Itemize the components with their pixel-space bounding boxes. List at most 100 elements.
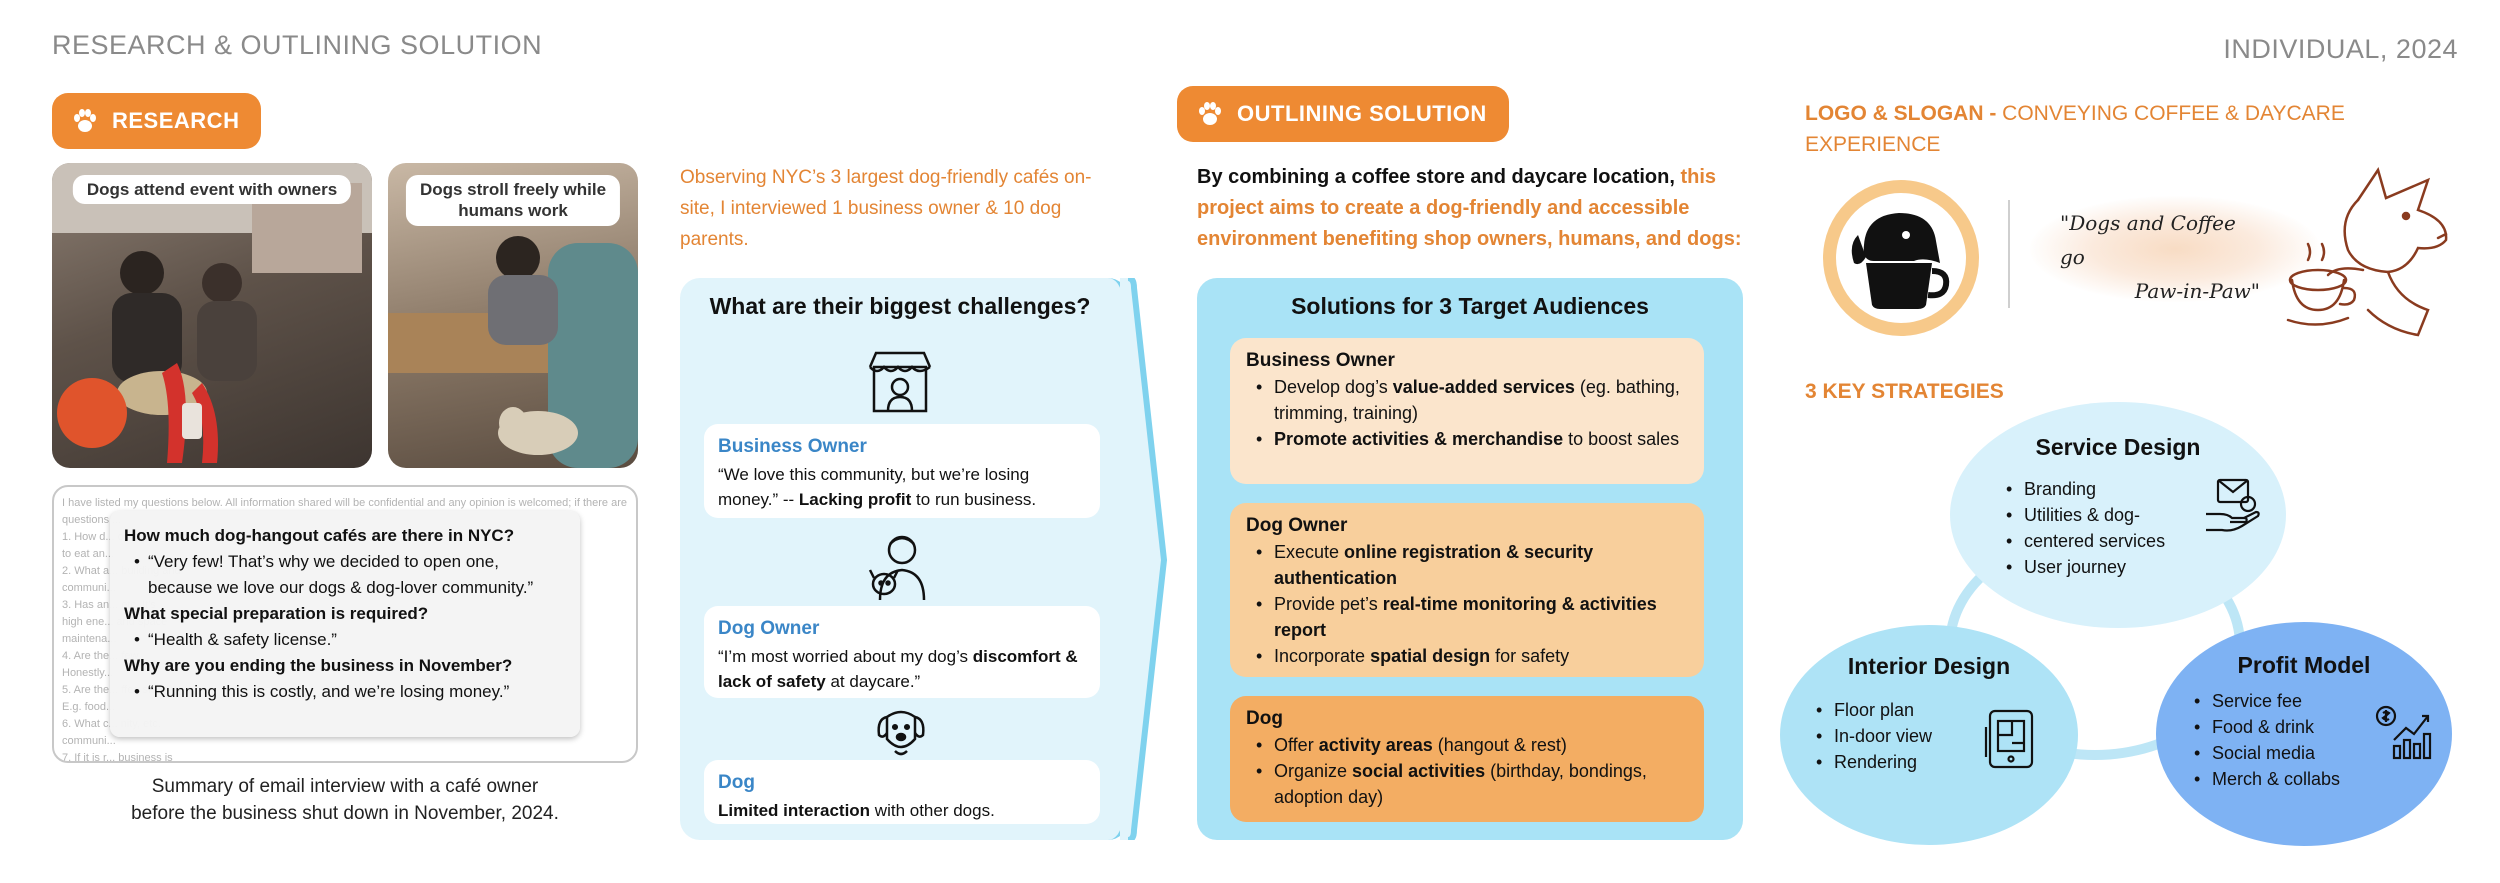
strategies-heading: 3 KEY STRATEGIES bbox=[1805, 380, 2004, 403]
challenge-quote: Limited interaction with other dogs. bbox=[718, 798, 1086, 823]
challenge-card-business-owner: Business Owner “We love this community, … bbox=[704, 424, 1100, 518]
challenge-audience: Dog Owner bbox=[718, 618, 820, 639]
solution-audience: Dog bbox=[1246, 708, 1283, 729]
money-growth-chart-icon bbox=[2375, 705, 2432, 760]
strategy-item: Merch & collabs bbox=[2192, 766, 2340, 792]
strategy-item: In-door view bbox=[1814, 723, 1932, 749]
email-summary-caption: Summary of email interview with a café o… bbox=[52, 773, 638, 827]
email-answer: “Very few! That’s why we decided to open… bbox=[124, 549, 566, 575]
email-background-line: communi... bbox=[62, 735, 116, 747]
strategy-profit-model: Profit Model Service fee Food & drink So… bbox=[2156, 622, 2452, 846]
email-summary-card: How much dog-hangout cafés are there in … bbox=[110, 511, 580, 737]
item-text: to boost sales bbox=[1563, 429, 1680, 449]
solution-pill-label: OUTLINING SOLUTION bbox=[1237, 101, 1487, 126]
heading-rest: CONVEYING COFFEE & DAYCARE EXPERIENCE bbox=[1805, 102, 2345, 156]
item-text: (hangout & rest) bbox=[1432, 735, 1567, 755]
strategy-interior-design: Interior Design Floor plan In-door view … bbox=[1780, 625, 2078, 845]
email-question: What special preparation is required? bbox=[124, 604, 429, 623]
research-pill: RESEARCH bbox=[52, 93, 262, 149]
item-text: Develop dog’s bbox=[1274, 377, 1393, 397]
solution-pill: OUTLINING SOLUTION bbox=[1177, 86, 1509, 142]
slogan-glow bbox=[2030, 196, 2320, 302]
item-text: for safety bbox=[1490, 646, 1570, 666]
caption-line: Dogs stroll freely while bbox=[419, 180, 607, 199]
intro-highlight: this project aims to create a dog-friend… bbox=[1197, 166, 1742, 250]
item-emphasis: online registration & security authentic… bbox=[1274, 542, 1594, 588]
email-background-line: 7. If it is r... business is bbox=[62, 752, 173, 763]
solution-item: Organize social activities (birthday, bo… bbox=[1246, 758, 1688, 810]
intro-text: By combining a coffee store and daycare … bbox=[1197, 166, 1681, 188]
item-emphasis: Promote activities & merchandise bbox=[1274, 429, 1564, 449]
storefront-person-icon bbox=[868, 351, 932, 413]
item-continuation: centered services bbox=[2024, 531, 2166, 551]
cafe-event-photo: Dogs attend event with owners bbox=[52, 163, 372, 468]
email-background-line: Honestly... bbox=[62, 667, 114, 679]
logo-slogan-heading: LOGO & SLOGAN - CONVEYING COFFEE & DAYCA… bbox=[1805, 98, 2365, 160]
dog-face-icon bbox=[877, 710, 925, 756]
cafe-work-photo: Dogs stroll freely while humans work bbox=[388, 163, 638, 468]
cafe-event-photo-art bbox=[52, 163, 372, 463]
caption-line: humans work bbox=[458, 201, 568, 221]
dog-drinking-coffee-illustration bbox=[2286, 167, 2448, 337]
quote-text: “We love this community, but we’re losin… bbox=[718, 465, 1030, 509]
item-emphasis: real-time monitoring & activities report bbox=[1274, 594, 1657, 640]
item-text: Execute bbox=[1274, 542, 1345, 562]
email-interview-box: I have listed my questions below. All in… bbox=[52, 485, 638, 763]
tablet-floorplan-icon bbox=[1984, 709, 2034, 769]
solution-item: Provide pet’s real-time monitoring & act… bbox=[1246, 591, 1688, 643]
challenge-card-dog: Dog Limited interaction with other dogs. bbox=[704, 760, 1100, 824]
paw-icon bbox=[74, 109, 96, 132]
caption-line: before the business shut down in Novembe… bbox=[131, 803, 559, 824]
item-emphasis: spatial design bbox=[1370, 646, 1491, 666]
slogan-line: Paw-in-Paw" bbox=[2134, 279, 2260, 303]
caption-line: Summary of email interview with a café o… bbox=[151, 776, 539, 797]
email-background-line: I have listed my questions below. All in… bbox=[62, 497, 627, 509]
solution-item: Promote activities & merchandise to boos… bbox=[1246, 426, 1688, 452]
quote-emphasis: Limited interaction bbox=[718, 801, 871, 820]
strategy-item: Service fee bbox=[2192, 688, 2340, 714]
strategy-item: Social media bbox=[2192, 740, 2340, 766]
strategy-item: Branding bbox=[2004, 476, 2165, 502]
strategy-title: Profit Model bbox=[2237, 652, 2371, 678]
email-background-line: to eat an... bbox=[62, 548, 114, 560]
item-text: (eg. bathing, trimming, training) bbox=[1274, 377, 1680, 423]
solution-audience: Dog Owner bbox=[1246, 515, 1348, 536]
item-text: Provide pet’s bbox=[1274, 594, 1383, 614]
strategy-list: Floor plan In-door view Rendering bbox=[1814, 697, 1932, 775]
solution-item: Develop dog’s value-added services (eg. … bbox=[1246, 374, 1688, 426]
challenges-title: What are their biggest challenges? bbox=[709, 293, 1091, 319]
challenge-quote: “We love this community, but we’re losin… bbox=[718, 462, 1086, 512]
strategy-item: User journey bbox=[2004, 554, 2165, 580]
quote-text: “I’m most worried about my dog’s bbox=[718, 647, 973, 666]
project-type-label: INDIVIDUAL, 2024 bbox=[2223, 34, 2458, 64]
quote-emphasis: Lacking profit bbox=[798, 490, 912, 509]
solution-audience: Business Owner bbox=[1246, 350, 1395, 371]
email-answer: because we love our dogs & dog-lover com… bbox=[148, 578, 534, 597]
challenge-card-dog-owner: Dog Owner “I’m most worried about my dog… bbox=[704, 606, 1100, 698]
item-text: Offer bbox=[1274, 735, 1319, 755]
solution-card-dog: Dog Offer activity areas (hangout & rest… bbox=[1230, 696, 1704, 822]
photo-caption: Dogs attend event with owners bbox=[72, 175, 352, 205]
challenges-arrow-shape bbox=[1120, 278, 1168, 840]
email-background-line: maintena... bbox=[62, 633, 117, 645]
solutions-title: Solutions for 3 Target Audiences bbox=[1291, 293, 1649, 319]
logo-divider bbox=[2008, 200, 2010, 308]
quote-text: to run business. bbox=[911, 490, 1037, 509]
solution-item: Incorporate spatial design for safety bbox=[1246, 643, 1688, 669]
heading-bold: LOGO & SLOGAN - bbox=[1805, 102, 2003, 125]
slogan-text: "Dogs and Coffee go Paw-in-Paw" bbox=[2060, 206, 2260, 308]
strategy-list: Service fee Food & drink Social media Me… bbox=[2192, 688, 2340, 792]
item-emphasis: social activities bbox=[1352, 761, 1486, 781]
item-text: Organize bbox=[1274, 761, 1353, 781]
quote-text: with other dogs. bbox=[870, 801, 995, 820]
strategy-item: Rendering bbox=[1814, 749, 1932, 775]
strategy-title: Interior Design bbox=[1847, 653, 2011, 679]
challenge-audience: Business Owner bbox=[718, 436, 867, 457]
research-intro-text: Observing NYC’s 3 largest dog-friendly c… bbox=[680, 167, 1092, 250]
photo-caption: Dogs stroll freely while humans work bbox=[405, 175, 621, 226]
section-title: RESEARCH & OUTLINING SOLUTION bbox=[52, 30, 543, 60]
solution-item: Execute online registration & security a… bbox=[1246, 539, 1688, 591]
solution-intro-text: By combining a coffee store and daycare … bbox=[1197, 162, 1757, 255]
paw-icon bbox=[1199, 102, 1221, 125]
solution-item: Offer activity areas (hangout & rest) bbox=[1246, 732, 1688, 758]
